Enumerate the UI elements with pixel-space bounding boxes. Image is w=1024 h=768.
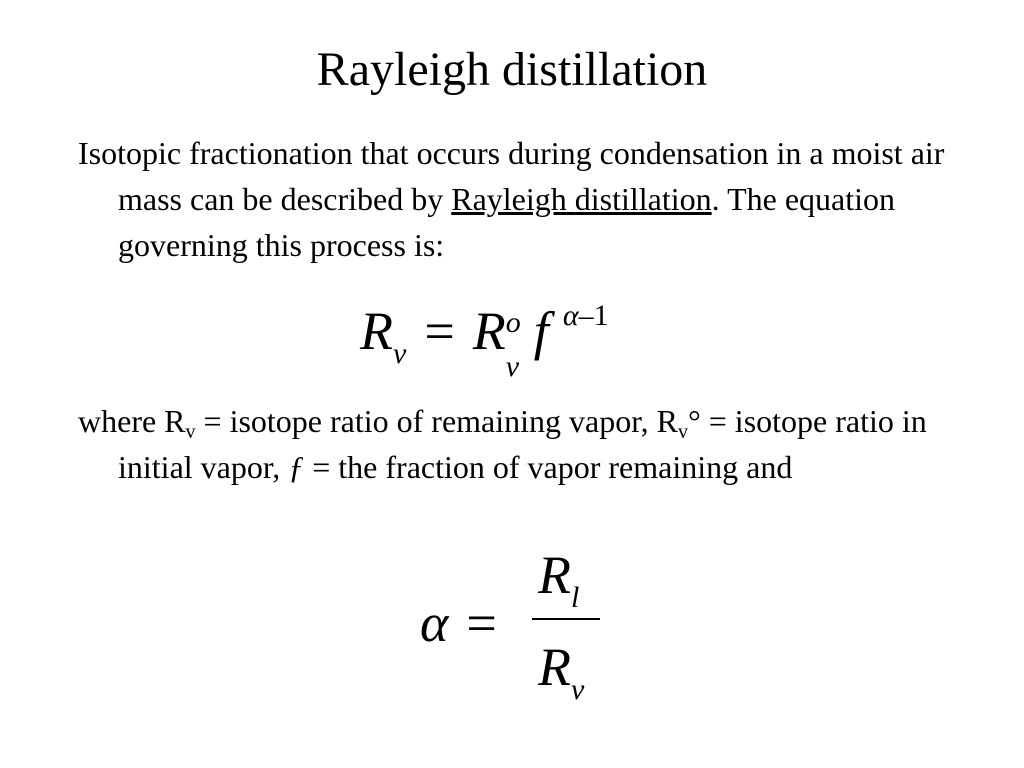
slide-title: Rayleigh distillation [316, 43, 708, 96]
eq1-lhs: R [360, 301, 393, 361]
eq1-exponent-alpha: α [562, 299, 579, 332]
def-text-1: where R [78, 403, 186, 439]
link-space [567, 181, 575, 217]
distillation-link[interactable]: distillation [574, 181, 712, 217]
eq2-num-subscript: l [571, 581, 580, 614]
intro-text-start: Isotopic fractionation that occurs durin… [78, 135, 945, 217]
def-text-2: = isotope ratio of remaining vapor, R [195, 403, 678, 439]
eq1-exponent-rest: –1 [578, 299, 609, 332]
eq2-lhs: α= [420, 588, 515, 658]
alpha-equation: α= Rl Rv [420, 540, 620, 705]
def-text-4: = the fraction of vapor remaining and [304, 449, 793, 485]
eq1-equals: = [424, 301, 455, 361]
rayleigh-link[interactable]: Rayleigh [451, 181, 567, 217]
eq2-num-r: R [538, 545, 571, 605]
eq2-numerator: Rl [538, 540, 579, 613]
eq1-lhs-subscript: v [393, 337, 407, 370]
eq2-alpha: α [420, 593, 449, 653]
eq2-den-subscript: v [571, 673, 585, 706]
eq2-denominator: Rv [538, 632, 584, 705]
intro-text-end: . The equation governing this process is… [118, 181, 895, 263]
eq1-initial-ratio: R [472, 301, 506, 361]
def-subscript-2: v [677, 421, 688, 443]
definitions-paragraph: where Rv = isotope ratio of remaining va… [78, 398, 998, 490]
def-subscript-1: v [185, 421, 196, 443]
eq1-fraction-f: f [533, 301, 549, 361]
eq2-equals: = [466, 593, 497, 653]
intro-paragraph: Isotopic fractionation that occurs durin… [78, 130, 998, 268]
def-f-symbol: ƒ [288, 449, 305, 485]
def-text-3: ° = isotope ratio in initial vapor, [118, 403, 927, 485]
fraction-bar [532, 618, 600, 620]
eq2-den-r: R [538, 637, 571, 697]
